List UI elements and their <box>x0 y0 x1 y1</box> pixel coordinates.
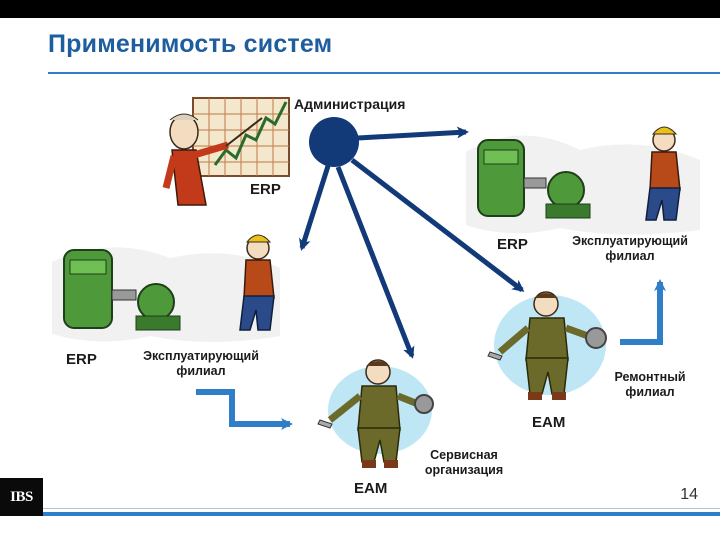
left-to-service-connector <box>196 389 293 430</box>
footer-thin-rule <box>43 508 720 509</box>
repair-to-right-connector <box>620 279 666 345</box>
service-mechanic-illustration <box>317 359 434 468</box>
right-branch-worker-illustration <box>645 126 681 221</box>
label-repair-eam: EAM <box>532 414 566 431</box>
right-branch-machine-illustration <box>466 135 700 235</box>
label-right-branch-line2: филиал <box>605 249 655 263</box>
label-left-branch: Эксплуатирующий филиал <box>134 349 268 379</box>
left-branch-machine-illustration <box>52 247 280 342</box>
label-left-erp: ERP <box>66 351 97 368</box>
footer-rule <box>43 512 720 516</box>
ibs-logo: IBS <box>0 478 43 516</box>
label-service-org: Сервисная организация <box>412 448 516 478</box>
label-right-erp: ERP <box>497 236 528 253</box>
label-repair-branch-line1: Ремонтный <box>614 370 686 384</box>
arrow-to-service-org <box>335 166 415 359</box>
label-right-branch: Эксплуатирующий филиал <box>564 234 696 264</box>
manager-figure <box>162 113 263 206</box>
admin-chart-illustration <box>192 97 290 177</box>
arrow-to-repair-branch <box>350 158 525 292</box>
label-service-org-line1: Сервисная <box>430 448 498 462</box>
label-repair-branch: Ремонтный филиал <box>602 370 698 400</box>
page-number: 14 <box>680 486 698 503</box>
title-underline <box>48 72 720 74</box>
label-right-branch-line1: Эксплуатирующий <box>572 234 688 248</box>
label-administration: Администрация <box>294 96 406 112</box>
label-service-org-line2: организация <box>424 463 504 477</box>
slide-title: Применимость систем <box>48 30 333 58</box>
label-left-branch-line2: филиал <box>176 364 226 378</box>
admin-hub-circle <box>309 117 359 167</box>
label-left-branch-line1: Эксплуатирующий <box>143 349 259 363</box>
arrow-to-right-branch <box>357 126 469 141</box>
label-admin-erp: ERP <box>250 181 281 198</box>
label-service-eam: EAM <box>354 480 388 497</box>
left-branch-worker-illustration <box>239 234 275 331</box>
repair-mechanic-illustration <box>487 291 607 400</box>
label-repair-branch-line2: филиал <box>625 385 675 399</box>
arrow-to-left-branch <box>299 165 331 251</box>
top-black-bar <box>0 0 720 18</box>
